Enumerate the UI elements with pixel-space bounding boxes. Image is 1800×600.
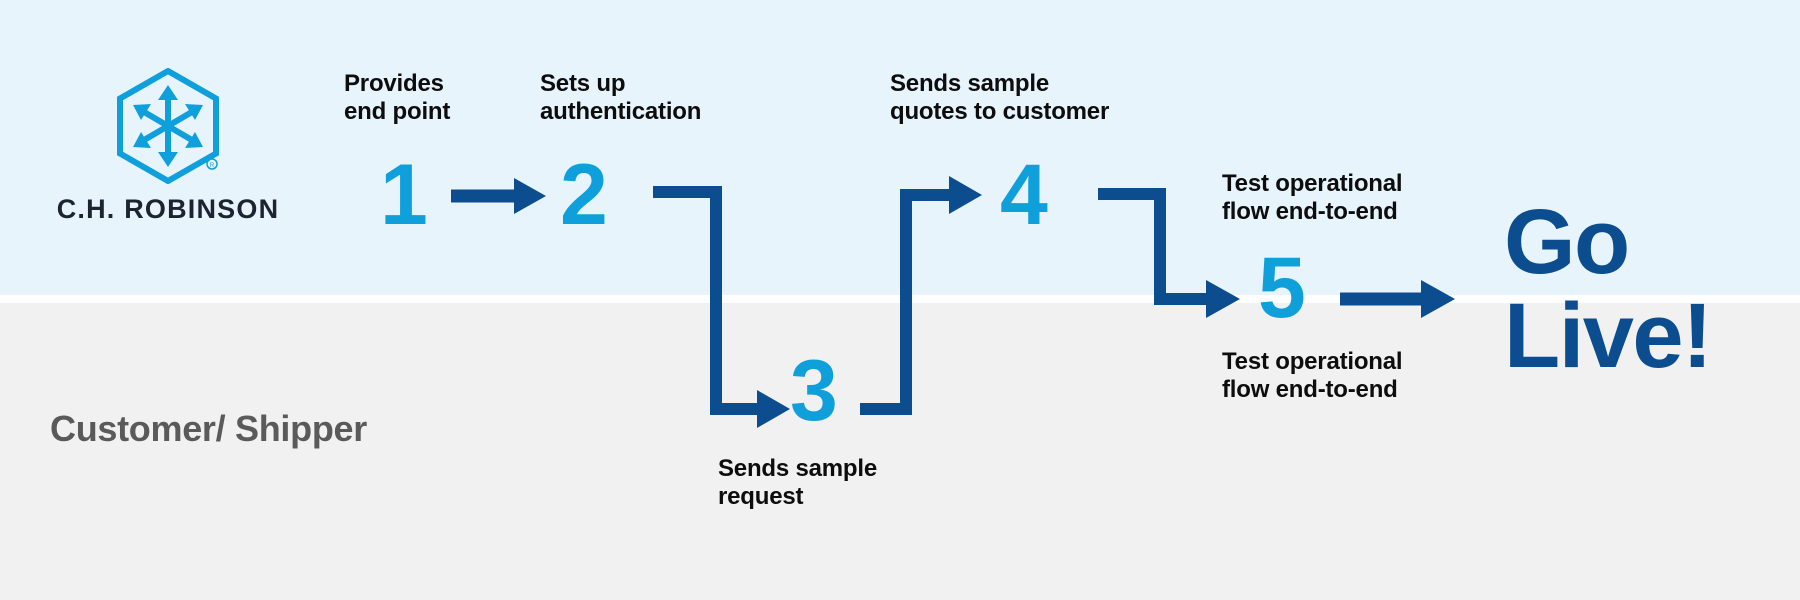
svg-text:R: R — [210, 163, 215, 169]
go-live-label: Go Live! — [1504, 191, 1713, 387]
step-2-number: 2 — [560, 147, 608, 243]
brand-wordmark: C.H. ROBINSON — [56, 194, 280, 224]
brand-logo: R C.H. ROBINSON — [48, 68, 288, 225]
step-4-number: 4 — [1000, 147, 1048, 243]
step-5-number: 5 — [1258, 240, 1306, 336]
step-2-caption: Sets up authentication — [540, 70, 702, 125]
step-4-caption: Sends sample quotes to customer — [890, 70, 1110, 125]
step-1-number: 1 — [380, 147, 428, 243]
step-5-caption-below: Test operational flow end-to-end — [1222, 348, 1403, 403]
step-3-number: 3 — [790, 343, 838, 439]
chrobinson-hexagon-cube-logo-icon: R — [117, 68, 219, 184]
step-1-caption: Provides end point — [344, 70, 451, 125]
lane-label-customer-shipper: Customer/ Shipper — [50, 408, 367, 449]
step-5-caption-above: Test operational flow end-to-end — [1222, 170, 1403, 225]
step-3-caption: Sends sample request — [718, 455, 878, 510]
